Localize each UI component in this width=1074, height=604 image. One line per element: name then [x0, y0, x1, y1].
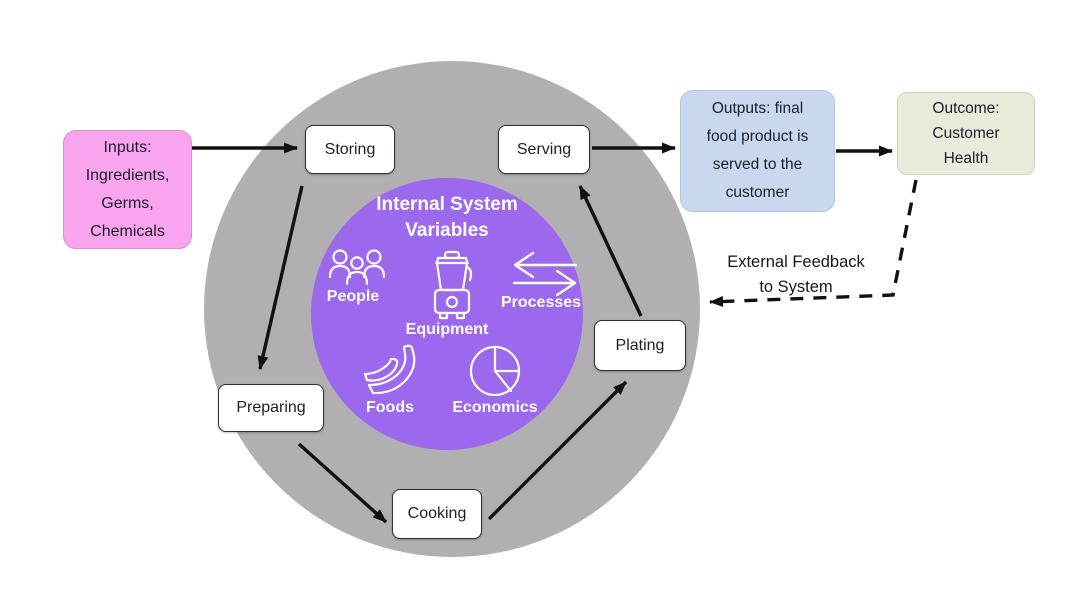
inputs-line: Germs, [101, 194, 154, 212]
step-box-serving: Serving [498, 125, 590, 174]
step-label-storing: Storing [324, 140, 376, 158]
inner-circle-title: Internal System Variables [376, 192, 518, 244]
variable-label-people: People [326, 288, 380, 305]
inner-title-line: Variables [405, 220, 489, 241]
step-label-preparing: Preparing [236, 399, 306, 416]
outcome-line: Health [943, 150, 989, 167]
step-box-cooking: Cooking [392, 489, 482, 539]
inner-title-line: Internal System [376, 194, 518, 215]
outcome-line: Outcome: [932, 100, 1000, 117]
variable-label-processes: Processes [500, 294, 582, 311]
arrow-preparing-to-cooking [297, 442, 388, 524]
banana-icon [363, 344, 416, 395]
feedback-line: to System [759, 278, 833, 296]
outputs-box: Outputs: final food product is served to… [680, 90, 835, 212]
outcome-box: Outcome: Customer Health [897, 92, 1035, 175]
variable-label-economics: Economics [452, 399, 538, 416]
arrow-cooking-to-plating [487, 380, 628, 521]
step-box-plating: Plating [594, 320, 686, 371]
outcome-line: Customer [932, 125, 1000, 142]
outputs-line: food product is [706, 128, 809, 145]
feedback-line: External Feedback [727, 253, 865, 271]
blender-icon [433, 250, 473, 320]
step-label-cooking: Cooking [407, 505, 467, 522]
outputs-line: Outputs: final [711, 100, 804, 117]
step-box-storing: Storing [305, 125, 395, 174]
outputs-line: customer [725, 184, 790, 201]
arrow-plating-to-serving [578, 185, 643, 317]
outputs-line: served to the [712, 156, 803, 173]
external-feedback-label: External Feedback to System [727, 250, 865, 300]
people-icon [328, 249, 386, 286]
step-label-plating: Plating [615, 336, 665, 354]
inputs-line: Inputs: [103, 138, 152, 156]
pie-chart-icon [469, 345, 521, 397]
inputs-line: Chemicals [90, 222, 165, 240]
arrow-storing-to-preparing [257, 185, 304, 370]
step-box-preparing: Preparing [218, 384, 324, 432]
variable-label-foods: Foods [366, 399, 414, 416]
arrow-external-feedback [709, 179, 918, 307]
step-label-serving: Serving [516, 140, 572, 158]
variable-label-equipment: Equipment [405, 321, 489, 338]
inputs-line: Ingredients, [85, 166, 170, 184]
inputs-box: Inputs: Ingredients, Germs, Chemicals [63, 130, 192, 249]
swap-arrows-icon [512, 251, 578, 297]
